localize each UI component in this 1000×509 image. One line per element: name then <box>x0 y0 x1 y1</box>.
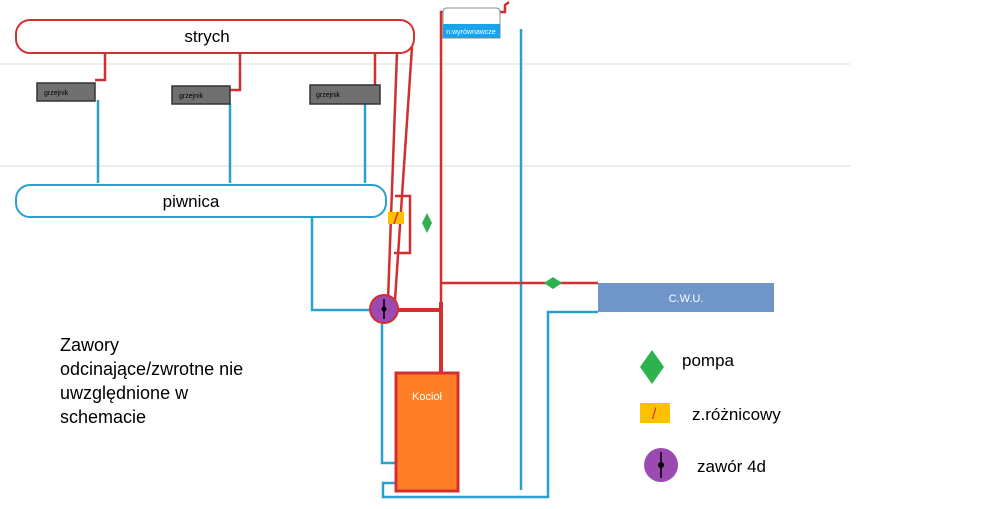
legend: pompa / z.różnicowy zawór 4d <box>640 350 781 482</box>
svg-text:Zawory: Zawory <box>60 335 119 355</box>
legend-pump-icon <box>640 350 664 384</box>
four-way-valve <box>369 294 399 324</box>
svg-text:schemacie: schemacie <box>60 407 146 427</box>
hot-water-label: C.W.U. <box>669 293 704 305</box>
radiator-3: grzejnik <box>309 84 381 105</box>
attic-manifold <box>15 19 415 54</box>
boiler-label: Kocioł <box>412 391 443 403</box>
differential-controller <box>388 211 404 225</box>
pump-branch <box>422 213 432 233</box>
legend-differential-label: z.różnicowy <box>692 405 781 424</box>
pump-dhw <box>544 277 562 289</box>
expansion-tank: n.wyrównawcze <box>442 7 501 39</box>
hot-water-tank <box>598 283 774 312</box>
svg-text:grzejnik: grzejnik <box>179 93 204 100</box>
svg-text:odcinające/zwrotne nie: odcinające/zwrotne nie <box>60 359 243 379</box>
note-text: Zawory odcinające/zwrotne nie uwzględnio… <box>60 335 243 427</box>
attic-label: strych <box>184 27 229 46</box>
legend-valve-icon <box>644 448 678 482</box>
basement-manifold <box>15 184 387 218</box>
legend-valve-label: zawór 4d <box>697 457 766 476</box>
legend-differential-symbol: / <box>652 406 657 423</box>
legend-pump-label: pompa <box>682 351 735 370</box>
svg-text:n.wyrównawcze: n.wyrównawcze <box>446 29 496 36</box>
basement-label: piwnica <box>163 192 220 211</box>
boiler <box>394 371 460 493</box>
return-pipes <box>96 29 598 499</box>
legend-differential-icon <box>640 403 670 423</box>
svg-text:grzejnik: grzejnik <box>44 90 69 97</box>
svg-text:grzejnik: grzejnik <box>316 92 341 99</box>
radiator-2: grzejnik <box>171 85 231 105</box>
svg-text:uwzględnione w: uwzględnione w <box>60 383 189 403</box>
radiator-1: grzejnik <box>36 82 96 102</box>
